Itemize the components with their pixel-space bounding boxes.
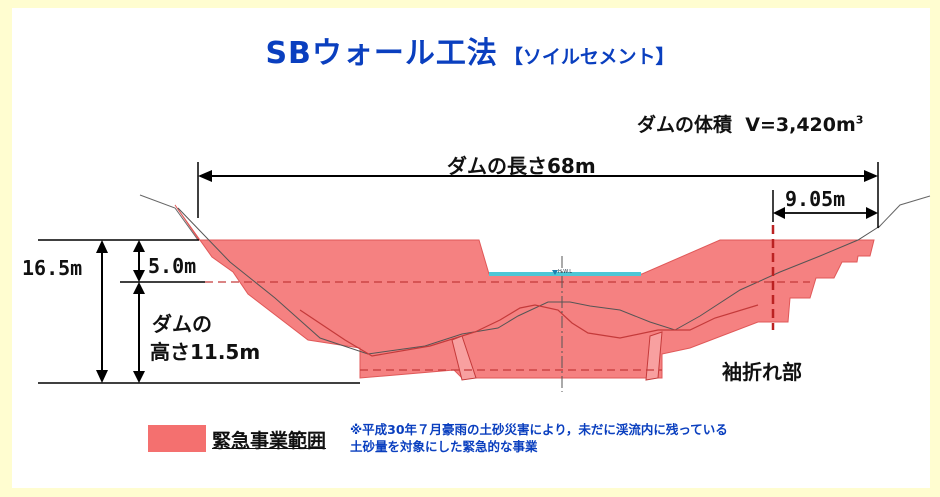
volume-value: V=3,420m: [745, 114, 856, 136]
terrain-left: [139, 194, 199, 241]
page-title: SBウォール工法【ソイルセメント】: [0, 28, 940, 72]
upper-height-label: 5.0m: [148, 254, 197, 278]
dam-length-label: ダムの長さ68m: [447, 154, 596, 178]
legend-swatch: [148, 425, 206, 452]
dam-body: [174, 204, 875, 379]
dam-height-label-line1: ダムの: [152, 312, 212, 336]
water-level: [489, 272, 641, 276]
footnote-line2: 土砂量を対象にした緊急的な事業: [350, 439, 538, 454]
ground-profile: [177, 207, 881, 355]
title-main: SBウォール工法: [265, 36, 498, 71]
volume-label: ダムの体積: [637, 114, 733, 136]
title-sub: 【ソイルセメント】: [503, 46, 675, 68]
total-height-label: 16.5m: [22, 256, 83, 280]
footnote: ※平成30年７月豪雨の土砂災害により，未だに渓流内に残っている 土砂量を対象にし…: [350, 421, 728, 455]
channel-outline: [299, 304, 759, 357]
legend-label: 緊急事業範囲: [212, 430, 327, 452]
sleeve-width-label: 9.05m: [785, 187, 846, 211]
notch-left: [451, 335, 477, 381]
footnote-line1: ※平成30年７月豪雨の土砂災害により，未だに渓流内に残っている: [350, 422, 728, 437]
dam-height-label-line2: 高さ11.5m: [150, 340, 261, 364]
notch-right: [645, 331, 663, 381]
water-level-marker: [552, 270, 558, 275]
dam-volume: ダムの体積 V=3,420m3: [637, 110, 863, 137]
volume-superscript: 3: [855, 113, 864, 127]
water-level-label: H.W.L: [558, 269, 572, 275]
sleeve-label: 袖折れ部: [722, 360, 802, 384]
terrain-right: [877, 195, 931, 229]
